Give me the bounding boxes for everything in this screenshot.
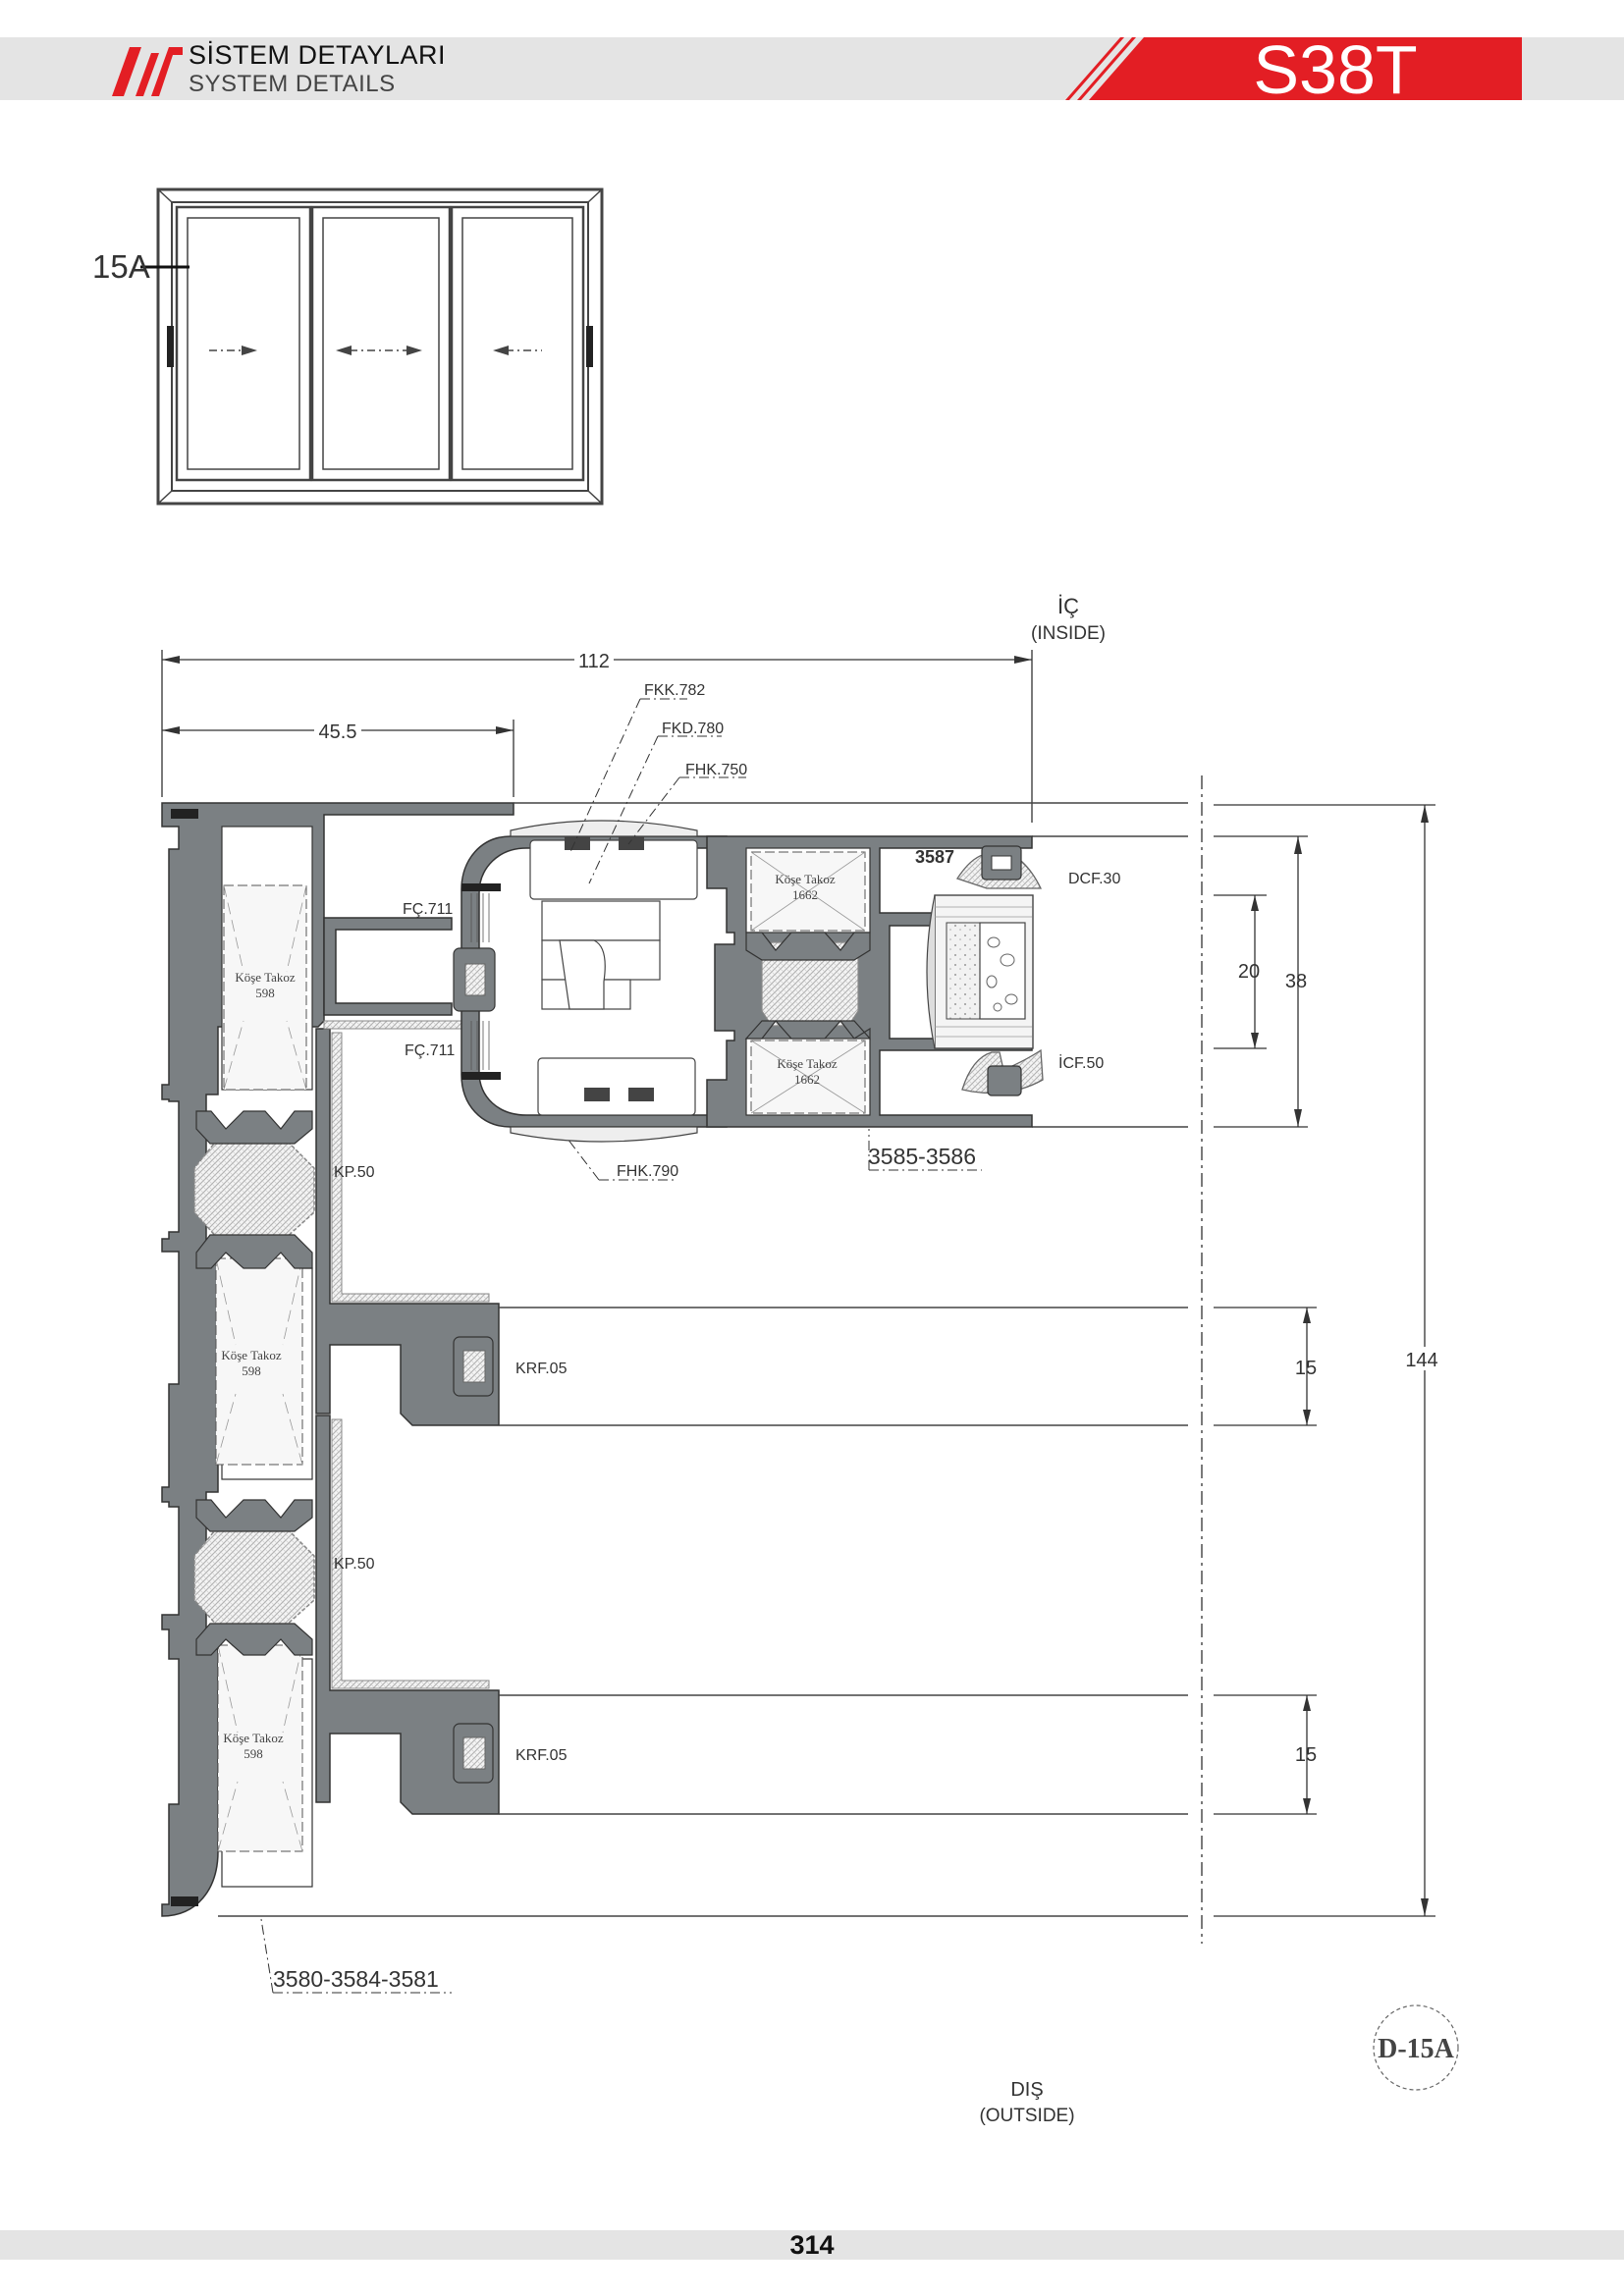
label-krf-bottom: KRF.05 (515, 1747, 568, 1764)
dim-glazing-height: 38 (1285, 971, 1307, 992)
corner-block-1662-b-code: 1662 (794, 1072, 820, 1087)
dim-overall-width: 112 (578, 651, 610, 672)
corner-block-598-c-code: 598 (244, 1746, 263, 1761)
label-fkk: FKK.782 (644, 682, 705, 699)
label-fc-top: FÇ.711 (403, 901, 453, 918)
label-fkd: FKD.780 (662, 721, 724, 737)
label-sash-code: 3585-3586 (868, 1144, 976, 1169)
corner-block-598-a-title: Köşe Takoz (235, 970, 296, 985)
dim-glass-thickness: 20 (1238, 961, 1260, 983)
label-fhk-bottom: FHK.790 (617, 1163, 678, 1180)
page-number: 314 (789, 2230, 835, 2260)
corner-block-598-c-title: Köşe Takoz (223, 1731, 284, 1745)
label-frame-code: 3580-3584-3581 (273, 1966, 439, 1992)
window-elevation (140, 187, 604, 506)
label-icf: İCF.50 (1058, 1053, 1104, 1072)
label-fc-bottom: FÇ.711 (405, 1042, 455, 1059)
label-kp-bottom: KP.50 (334, 1556, 375, 1573)
inside-label-tr: İÇ (1057, 594, 1079, 618)
series-badge (1065, 37, 1522, 100)
outside-label-en: (OUTSIDE) (979, 2106, 1074, 2126)
corner-block-1662-a-code: 1662 (792, 887, 818, 902)
label-fhk-top: FHK.750 (685, 762, 747, 778)
label-krf-top: KRF.05 (515, 1361, 568, 1377)
dim-frame-width: 45.5 (319, 721, 357, 743)
dim-screen-b: 15 (1295, 1744, 1317, 1766)
label-kp-top: KP.50 (334, 1164, 375, 1181)
header-title: SİSTEM DETAYLARI (189, 40, 447, 70)
label-dcf: DCF.30 (1068, 871, 1120, 887)
corner-block-1662-a-title: Köşe Takoz (775, 872, 836, 886)
outside-label-tr: DIŞ (1010, 2079, 1043, 2101)
corner-block-1662-b-title: Köşe Takoz (777, 1056, 838, 1071)
footer-bar (0, 2230, 1624, 2260)
header-subtitle: SYSTEM DETAILS (189, 71, 396, 97)
dim-overall-height: 144 (1405, 1350, 1437, 1371)
corner-block-598-b-title: Köşe Takoz (221, 1348, 282, 1362)
corner-block-598-a-code: 598 (255, 986, 275, 1000)
brand-logo (112, 47, 183, 96)
dim-screen-a: 15 (1295, 1358, 1317, 1379)
corner-block-598-b-code: 598 (242, 1363, 261, 1378)
series-code: S38T (1253, 31, 1418, 108)
inside-label-en: (INSIDE) (1031, 623, 1106, 644)
detail-reference: D-15A (1378, 2034, 1455, 2064)
elevation-section-label: 15A (92, 248, 150, 285)
label-sash-profile: 3587 (915, 847, 954, 867)
